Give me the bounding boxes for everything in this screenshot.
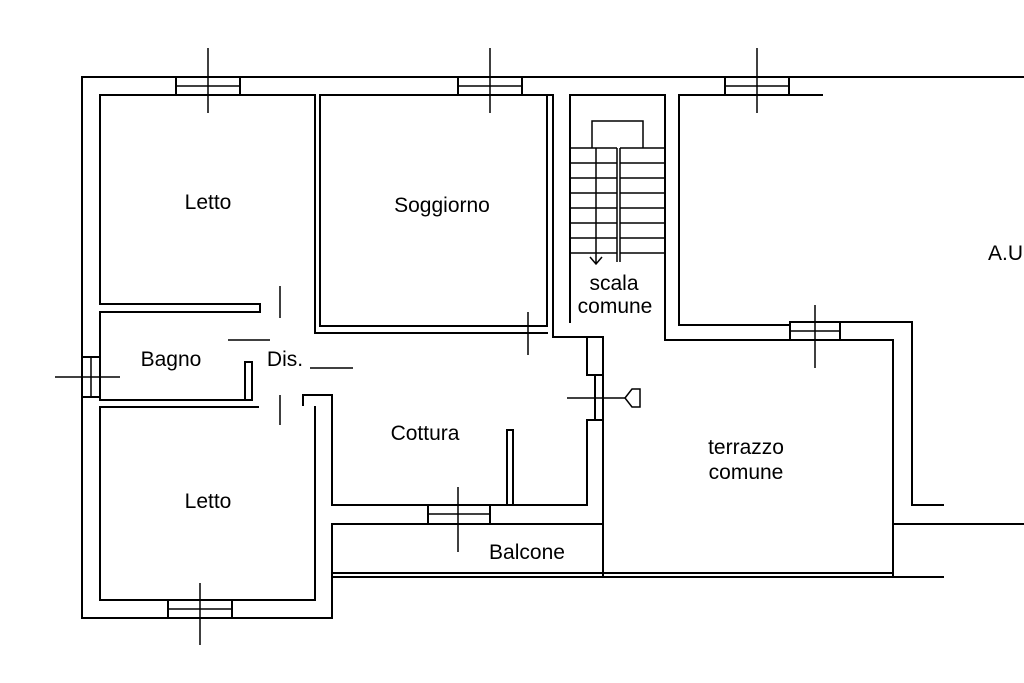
- stairs-direction-arrow-icon: [589, 148, 603, 266]
- label-dis: Dis.: [267, 348, 303, 371]
- label-terrazzo-line2: comune: [709, 461, 784, 484]
- bagno-walls: [99, 311, 259, 408]
- label-scala-line2: comune: [578, 295, 653, 318]
- label-balcone: Balcone: [489, 541, 565, 564]
- window-letto-bottom: [167, 583, 233, 645]
- entry-arrow-icon: [624, 388, 641, 408]
- label-letto-bottom: Letto: [185, 490, 232, 513]
- balcone-walls: [331, 523, 944, 578]
- window-au: [724, 48, 790, 113]
- label-letto-top: Letto: [185, 191, 232, 214]
- soggiorno-walls: [314, 94, 604, 338]
- label-bagno: Bagno: [141, 348, 202, 371]
- label-terrazzo-line1: terrazzo: [708, 436, 784, 459]
- letto-top-walls: [99, 94, 321, 334]
- stairs-treads: [570, 120, 665, 262]
- window-terrazzo: [789, 305, 841, 368]
- label-soggiorno: Soggiorno: [394, 194, 490, 217]
- label-au: A.U: [988, 242, 1023, 265]
- window-cottura: [427, 487, 491, 552]
- label-scala-line1: scala: [589, 272, 638, 295]
- label-cottura: Cottura: [391, 422, 460, 445]
- window-soggiorno: [457, 48, 523, 113]
- dis-door-marks: [228, 286, 353, 425]
- window-bagno: [55, 356, 120, 398]
- window-letto-top: [175, 48, 241, 113]
- cottura-walls: [331, 336, 588, 506]
